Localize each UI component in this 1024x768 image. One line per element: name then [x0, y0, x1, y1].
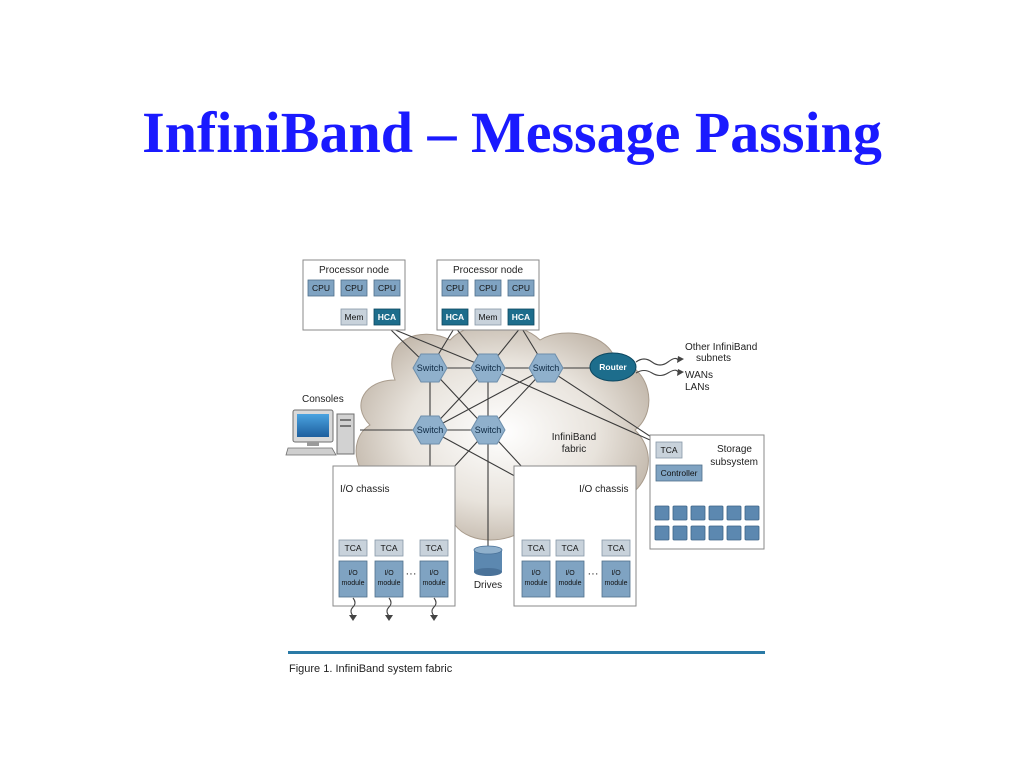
ellipsis: ···	[406, 568, 417, 580]
caption-rule	[288, 651, 765, 654]
svg-text:I/O: I/O	[611, 570, 621, 577]
io-chassis-label: I/O chassis	[340, 484, 389, 495]
processor-node-label: Processor node	[319, 265, 389, 276]
io-downlink-arrows	[350, 597, 437, 617]
tca-chip	[338, 539, 368, 557]
io-module	[338, 560, 368, 598]
fabric-label: InfiniBand	[552, 432, 596, 443]
svg-text:Switch: Switch	[417, 363, 444, 373]
svg-text:module: module	[525, 580, 548, 587]
tca-chip	[655, 441, 683, 459]
svg-text:module: module	[559, 580, 582, 587]
svg-text:TCA: TCA	[528, 543, 545, 553]
cpu-chip	[307, 279, 335, 297]
svg-text:HCA: HCA	[446, 312, 464, 322]
svg-text:I/O: I/O	[531, 570, 541, 577]
lans-label: LANs	[685, 382, 709, 393]
cpu-chip	[373, 279, 401, 297]
switch-middle-center: Switch	[470, 415, 506, 445]
processor-node-left: Processor node CPU CPU CPU Mem HCA	[302, 259, 406, 331]
svg-text:Switch: Switch	[533, 363, 560, 373]
io-module	[419, 560, 449, 598]
io-chassis-right: I/O chassis TCA TCA TCA I/O module I/O m…	[513, 465, 637, 607]
tca-chip	[555, 539, 585, 557]
svg-text:TCA: TCA	[345, 543, 362, 553]
svg-text:CPU: CPU	[512, 283, 530, 293]
svg-text:CPU: CPU	[312, 283, 330, 293]
svg-text:I/O: I/O	[429, 570, 439, 577]
switch-top-right: Switch	[528, 353, 564, 383]
storage-label: Storage	[717, 444, 752, 455]
svg-text:I/O: I/O	[565, 570, 575, 577]
router: Router	[589, 352, 637, 382]
tca-chip	[419, 539, 449, 557]
console-computer-icon	[285, 409, 355, 456]
svg-text:module: module	[605, 580, 628, 587]
io-module	[374, 560, 404, 598]
svg-text:Switch: Switch	[475, 425, 502, 435]
processor-node-right: Processor node CPU CPU CPU HCA Mem HCA	[436, 259, 540, 331]
svg-text:HCA: HCA	[512, 312, 530, 322]
svg-text:Switch: Switch	[417, 425, 444, 435]
cpu-chip	[340, 279, 368, 297]
svg-text:TCA: TCA	[608, 543, 625, 553]
io-module	[521, 560, 551, 598]
ellipsis: ···	[588, 568, 599, 580]
drives-label: Drives	[474, 580, 502, 591]
io-chassis-label: I/O chassis	[579, 484, 628, 495]
hca-chip	[507, 308, 535, 326]
svg-text:Controller: Controller	[661, 468, 698, 478]
svg-text:module: module	[378, 580, 401, 587]
svg-text:module: module	[423, 580, 446, 587]
controller-chip	[655, 464, 703, 482]
svg-text:TCA: TCA	[426, 543, 443, 553]
tca-chip	[521, 539, 551, 557]
switch-top-left: Switch	[412, 353, 448, 383]
svg-text:TCA: TCA	[381, 543, 398, 553]
fabric-label-line2: fabric	[562, 444, 586, 455]
memory-chip	[474, 308, 502, 326]
svg-text:I/O: I/O	[384, 570, 394, 577]
other-subnets-label: Other InfiniBand	[685, 342, 757, 353]
svg-text:Mem: Mem	[345, 312, 364, 322]
slide-title: InfiniBand – Message Passing	[142, 100, 882, 165]
io-module	[555, 560, 585, 598]
figure-caption: Figure 1. InfiniBand system fabric	[289, 663, 453, 675]
switch-top-center: Switch	[470, 353, 506, 383]
svg-text:TCA: TCA	[661, 445, 678, 455]
io-chassis-left: I/O chassis TCA TCA TCA I/O module I/O m…	[332, 465, 456, 621]
svg-text:I/O: I/O	[348, 570, 358, 577]
other-subnets-label-line2: subnets	[696, 353, 731, 364]
svg-text:module: module	[342, 580, 365, 587]
processor-node-label: Processor node	[453, 265, 523, 276]
io-module	[601, 560, 631, 598]
svg-text:CPU: CPU	[479, 283, 497, 293]
cpu-chip	[474, 279, 502, 297]
svg-text:CPU: CPU	[446, 283, 464, 293]
svg-text:Switch: Switch	[475, 363, 502, 373]
storage-disk-array	[654, 505, 760, 541]
hca-chip	[373, 308, 401, 326]
svg-text:Mem: Mem	[479, 312, 498, 322]
memory-chip	[340, 308, 368, 326]
svg-text:CPU: CPU	[345, 283, 363, 293]
tca-chip	[601, 539, 631, 557]
router-uplink-arrows	[635, 356, 684, 377]
drives-cylinder-icon	[473, 545, 503, 576]
storage-label-line2: subsystem	[710, 457, 758, 468]
tca-chip	[374, 539, 404, 557]
cpu-chip	[507, 279, 535, 297]
switch-middle-left: Switch	[412, 415, 448, 445]
svg-text:HCA: HCA	[378, 312, 396, 322]
consoles-label: Consoles	[302, 394, 344, 405]
svg-text:CPU: CPU	[378, 283, 396, 293]
cpu-chip	[441, 279, 469, 297]
hca-chip	[441, 308, 469, 326]
svg-text:TCA: TCA	[562, 543, 579, 553]
svg-text:Router: Router	[599, 362, 627, 372]
wans-label: WANs	[685, 370, 713, 381]
